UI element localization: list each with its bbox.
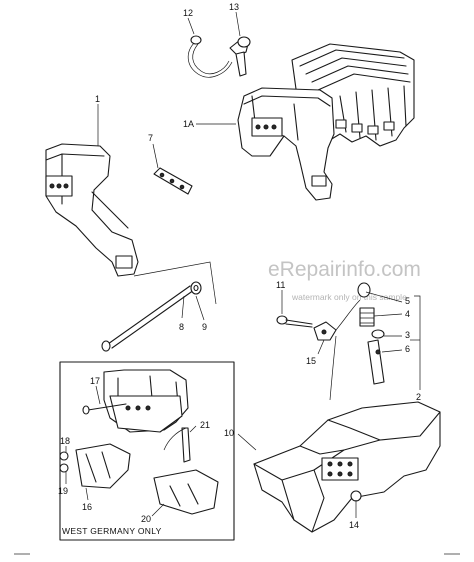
callout-16: 16 bbox=[82, 502, 92, 512]
callout-3: 3 bbox=[405, 330, 410, 340]
callout-labels: 1 1A 7 12 13 8 9 11 15 5 4 3 6 2 10 14 1… bbox=[58, 2, 421, 530]
callout-18: 18 bbox=[60, 436, 70, 446]
callout-9: 9 bbox=[202, 322, 207, 332]
callout-6: 6 bbox=[405, 344, 410, 354]
callout-5: 5 bbox=[405, 296, 410, 306]
weight-1 bbox=[45, 143, 139, 277]
watermark-note: watermark only on this sample bbox=[291, 292, 407, 302]
weight-1a bbox=[237, 87, 335, 201]
callout-11: 11 bbox=[276, 280, 285, 290]
callout-8: 8 bbox=[179, 322, 184, 332]
callout-14: 14 bbox=[349, 520, 359, 530]
callout-7: 7 bbox=[148, 133, 153, 143]
inset-west-germany bbox=[59, 361, 235, 541]
callout-19: 19 bbox=[58, 486, 68, 496]
callout-1: 1 bbox=[95, 94, 100, 104]
right-small-parts bbox=[276, 282, 385, 401]
callout-4: 4 bbox=[405, 309, 410, 319]
plate-7 bbox=[153, 167, 193, 195]
callout-10: 10 bbox=[224, 428, 234, 438]
leader-lines bbox=[65, 11, 421, 518]
base-weight-10 bbox=[253, 401, 441, 533]
callout-17: 17 bbox=[90, 376, 100, 386]
watermark-site: eRepairinfo.com bbox=[268, 258, 421, 281]
callout-20: 20 bbox=[141, 514, 151, 524]
inset-note: WEST GERMANY ONLY bbox=[62, 526, 162, 536]
callout-12: 12 bbox=[183, 8, 193, 18]
callout-13: 13 bbox=[229, 2, 239, 12]
bolt-box bbox=[101, 261, 217, 352]
callout-15: 15 bbox=[306, 356, 316, 366]
callout-1a: 1A bbox=[183, 119, 194, 129]
callout-2: 2 bbox=[416, 392, 421, 402]
callout-21: 21 bbox=[200, 420, 210, 430]
chain-and-pin-top bbox=[187, 35, 251, 78]
